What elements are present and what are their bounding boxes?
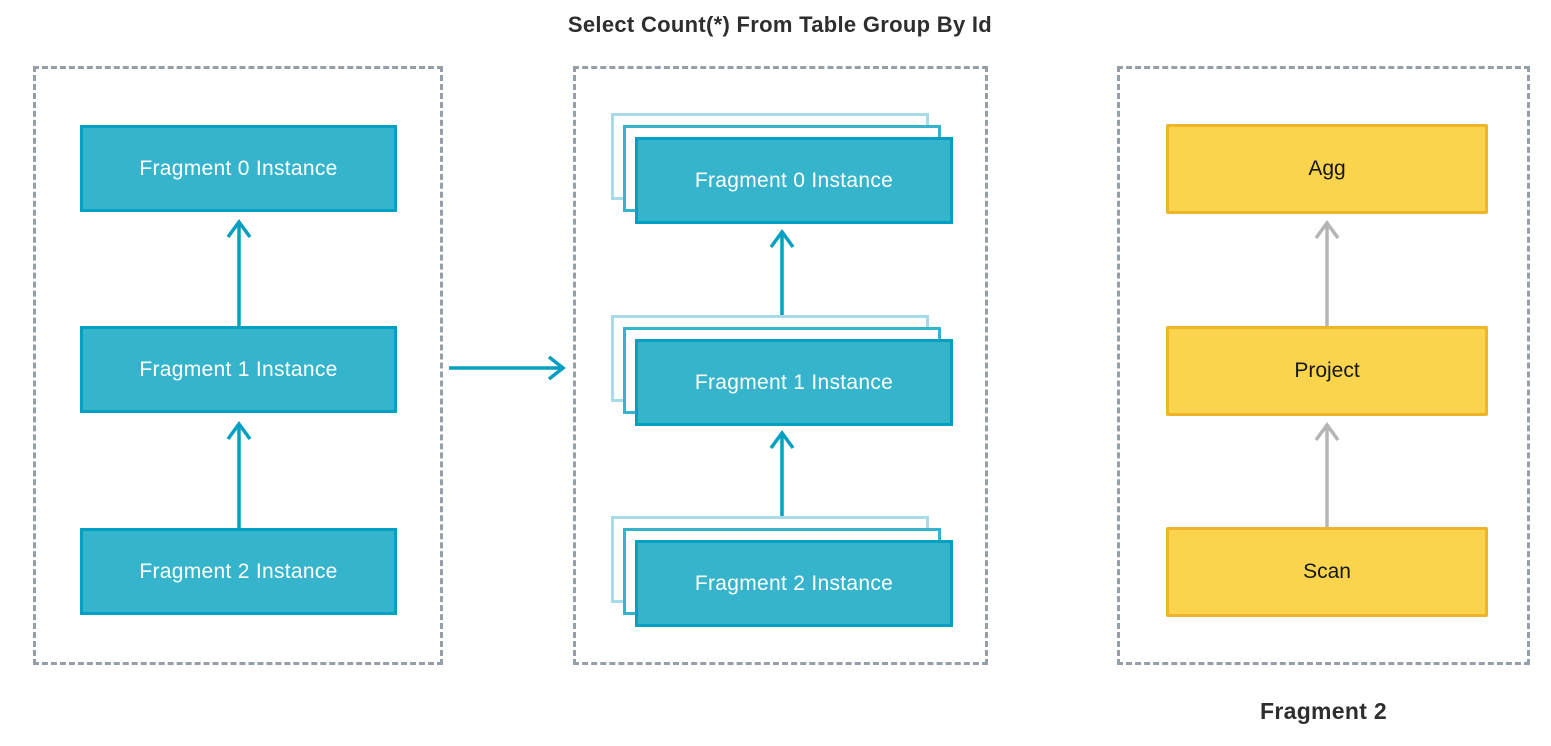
- panel-fragment-2-plan: Agg Project Scan: [1117, 66, 1530, 665]
- arrow-up-icon: [1314, 422, 1340, 527]
- agg-node-box: Agg: [1166, 124, 1488, 214]
- fragment-1-instance-box: Fragment 1 Instance: [635, 339, 953, 426]
- fragment-2-caption: Fragment 2: [1260, 698, 1387, 724]
- fragment-2-instance-stack: Fragment 2 Instance: [611, 516, 953, 627]
- arrow-right-icon: [449, 355, 566, 381]
- fragment-2-instance-box: Fragment 2 Instance: [80, 528, 397, 615]
- arrow-up-icon: [226, 219, 252, 326]
- fragment-0-instance-box: Fragment 0 Instance: [635, 137, 953, 224]
- arrow-up-icon: [226, 421, 252, 528]
- fragment-0-instance-box: Fragment 0 Instance: [80, 125, 397, 212]
- arrow-up-icon: [769, 430, 795, 516]
- panel-fragment-instances: Fragment 0 Instance Fragment 1 Instance …: [33, 66, 443, 665]
- panel-parallel-fragment-instances: Fragment 0 Instance Fragment 1 Instance …: [573, 66, 988, 665]
- fragment-1-instance-stack: Fragment 1 Instance: [611, 315, 953, 426]
- arrow-up-icon: [1314, 220, 1340, 326]
- fragment-0-instance-stack: Fragment 0 Instance: [611, 113, 953, 224]
- project-node-box: Project: [1166, 326, 1488, 416]
- fragment-2-instance-box: Fragment 2 Instance: [635, 540, 953, 627]
- scan-node-box: Scan: [1166, 527, 1488, 617]
- arrow-up-icon: [769, 229, 795, 315]
- diagram-title: Select Count(*) From Table Group By Id: [567, 12, 993, 37]
- fragment-1-instance-box: Fragment 1 Instance: [80, 326, 397, 413]
